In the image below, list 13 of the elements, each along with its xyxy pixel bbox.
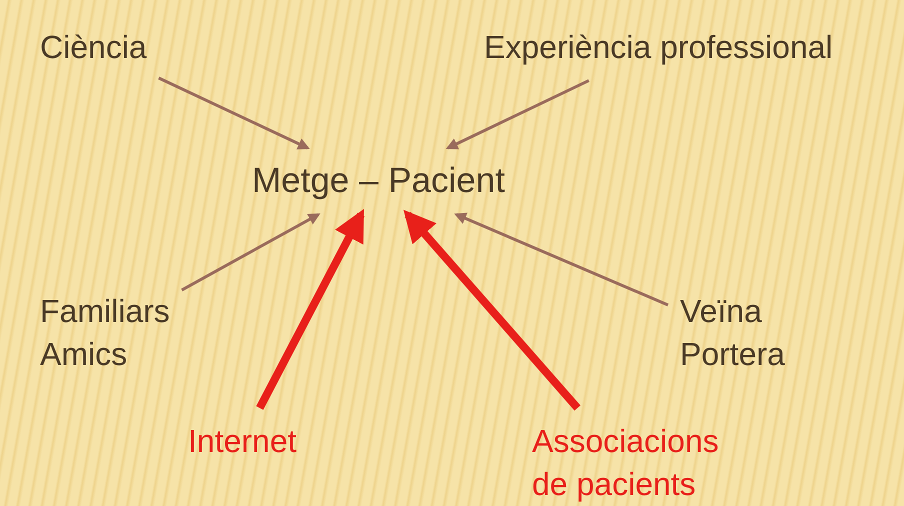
- arrow: [158, 76, 310, 150]
- node-label: Ciència: [40, 28, 148, 67]
- node-label: Metge – Pacient: [252, 160, 506, 202]
- arrow: [181, 213, 320, 292]
- node-label: Veïna Portera: [680, 292, 786, 374]
- arrow: [446, 79, 590, 150]
- arrow: [454, 212, 669, 306]
- arrow: [256, 208, 365, 410]
- node-label: Experiència professional: [484, 28, 834, 67]
- arrow: [403, 210, 580, 411]
- node-label: Internet: [188, 422, 298, 461]
- node-label: Associacions de pacients: [532, 422, 720, 504]
- node-label: Familiars Amics: [40, 292, 171, 374]
